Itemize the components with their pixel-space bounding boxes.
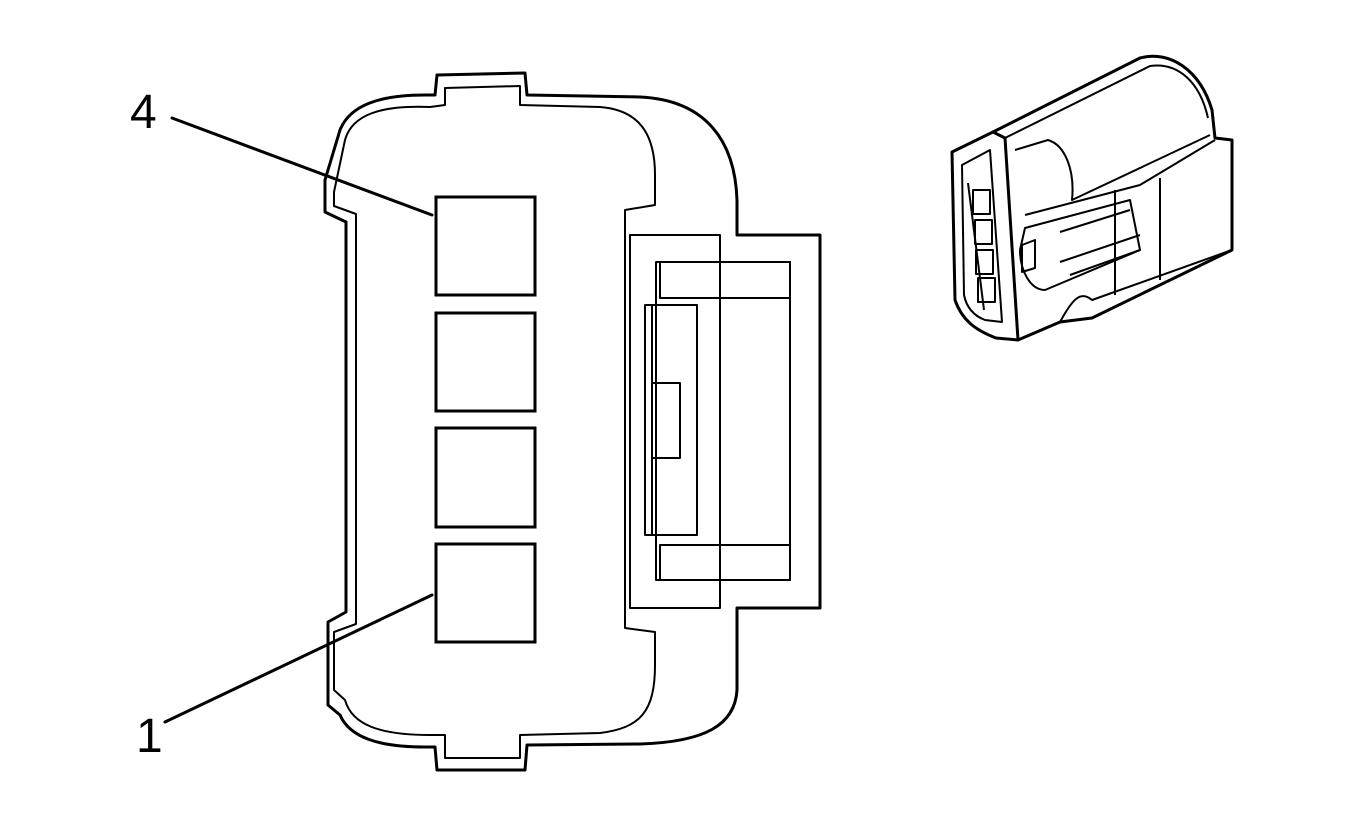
housing-outer-outline <box>323 71 822 772</box>
latch-bottom-tab <box>659 544 791 581</box>
iso-top-body <box>991 54 1234 342</box>
cavity-3 <box>434 311 537 413</box>
latch-assembly <box>629 234 791 609</box>
cavity-2 <box>434 426 537 529</box>
iso-cavity-rail <box>967 182 985 311</box>
iso-cavity-3 <box>974 219 993 245</box>
leader-line-pin-1 <box>163 593 434 724</box>
latch-frame-inner <box>655 261 791 581</box>
leader-line-pin-4 <box>170 116 434 217</box>
housing-inner-outline <box>333 85 656 759</box>
iso-latch <box>1019 199 1141 291</box>
connector-isometric-view <box>950 54 1234 342</box>
latch-top-tab <box>659 261 791 299</box>
cavity-4 <box>434 195 537 297</box>
iso-top-rib-1 <box>1004 64 1209 139</box>
iso-cavity-2 <box>975 249 994 275</box>
iso-top-rib-2 <box>1014 134 1211 201</box>
iso-bottom-edge <box>1017 249 1233 341</box>
iso-latch-slot <box>1059 209 1141 276</box>
iso-cavity-4 <box>972 189 991 215</box>
connector-face-view: 4 1 <box>130 71 822 772</box>
latch-lock-tab <box>651 382 681 459</box>
latch-body <box>644 304 698 536</box>
iso-latch-tab <box>1021 239 1036 273</box>
pin-label-4: 4 <box>130 86 157 139</box>
iso-front-face <box>950 130 1020 342</box>
iso-front-inner <box>961 149 1003 323</box>
iso-cavity-1 <box>977 277 996 303</box>
cavity-1 <box>434 542 537 644</box>
latch-frame-outer <box>629 234 721 609</box>
terminal-cavities <box>434 195 537 644</box>
pin-label-1: 1 <box>136 710 163 763</box>
